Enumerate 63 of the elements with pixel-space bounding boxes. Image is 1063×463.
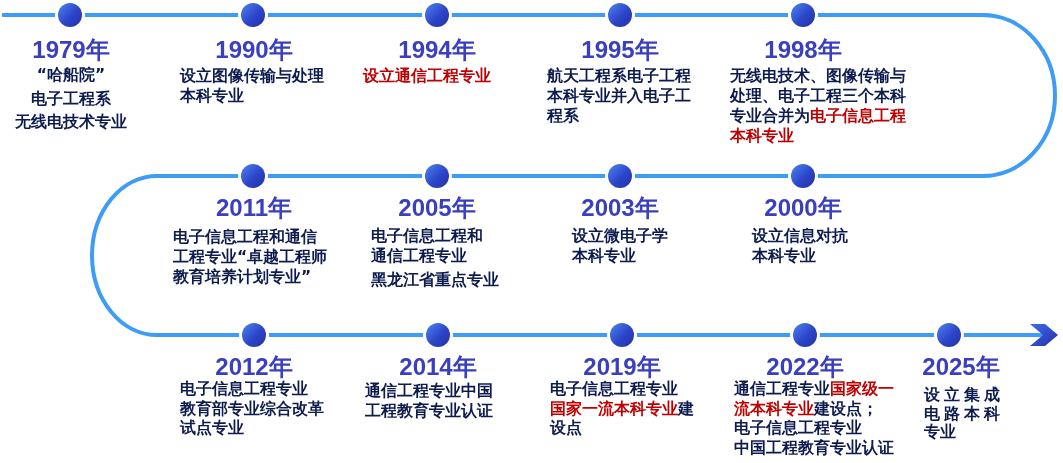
year-label: 2000年	[764, 195, 842, 221]
milestone-dot	[426, 323, 450, 347]
year-label: 1979年	[32, 37, 110, 63]
milestone-dot	[610, 323, 634, 347]
milestone-description: “哈船院”	[36, 65, 106, 85]
milestone-dot	[241, 3, 265, 27]
milestone-description: 电子信息工程和通信工程专业“卓越工程师教育培养计划专业”	[173, 227, 328, 287]
timeline-line	[266, 333, 426, 337]
milestone-description: 设立微电子学本科专业	[572, 226, 669, 266]
milestone-dot	[937, 323, 961, 347]
milestone-description: 设立通信工程专业	[363, 66, 491, 86]
milestone-dot	[608, 164, 632, 188]
timeline-line	[450, 333, 610, 337]
milestone-description: 通信工程专业国家级一流本科专业建设点；	[734, 380, 895, 419]
milestone-description: 设立信息对抗本科专业	[752, 226, 849, 266]
timeline-line	[449, 174, 608, 178]
milestone-description: 国家一流本科专业建设点	[550, 399, 695, 439]
milestone-dot	[793, 323, 817, 347]
timeline-line	[265, 13, 425, 17]
milestone-dot	[425, 3, 449, 27]
year-label: 1998年	[764, 37, 842, 63]
timeline-line	[82, 13, 241, 17]
milestone-dot	[425, 164, 449, 188]
year-label: 2019年	[583, 354, 661, 380]
timeline-line	[265, 174, 425, 178]
milestone-description: 设立图像传输与处理本科专业	[180, 66, 325, 106]
year-label: 2022年	[766, 354, 844, 380]
milestone-description: 无线电技术专业	[15, 112, 127, 132]
timeline-line	[2, 13, 58, 17]
milestone-description: 电子信息工程专业	[180, 380, 308, 400]
timeline-line	[632, 13, 791, 17]
year-label: 2003年	[581, 195, 659, 221]
year-label: 1994年	[398, 37, 476, 63]
milestone-dot	[791, 3, 815, 27]
milestone-description: 航天工程系电子工程本科专业并入电子工程系	[547, 66, 692, 126]
year-label: 2025年	[922, 354, 1000, 380]
milestone-dot	[608, 3, 632, 27]
milestone-description: 电子信息工程专业	[734, 419, 862, 439]
milestone-description: 无线电技术、图像传输与处理、电子工程三个本科专业合并为电子信息工程本科专业	[730, 66, 907, 146]
year-label: 1990年	[215, 37, 293, 63]
timeline-line	[90, 174, 242, 337]
timeline-line	[634, 333, 793, 337]
year-label: 2012年	[215, 354, 293, 380]
milestone-description: 中国工程教育专业认证	[734, 438, 894, 458]
milestone-description: 电子工程系	[31, 88, 111, 109]
milestone-dot	[241, 164, 265, 188]
milestone-description: 电子信息工程专业	[550, 380, 678, 400]
milestone-description: 教育部专业综合改革试点专业	[180, 399, 325, 439]
timeline-line	[632, 174, 791, 178]
timeline-line	[815, 13, 1057, 178]
milestone-dot	[58, 3, 82, 27]
milestone-description: 设立集成电路本科专业	[924, 386, 1000, 442]
year-label: 1995年	[581, 37, 659, 63]
milestone-dot	[791, 164, 815, 188]
milestone-description: 电子信息工程和通信工程专业	[371, 226, 484, 266]
year-label: 2011年	[215, 195, 293, 221]
milestone-description: 黑龙江省重点专业	[371, 270, 499, 290]
year-label: 2005年	[398, 195, 476, 221]
year-label: 2014年	[399, 354, 477, 380]
milestone-dot	[242, 323, 266, 347]
timeline-line	[817, 333, 937, 337]
timeline-line	[449, 13, 608, 17]
milestone-description: 通信工程专业中国工程教育专业认证	[365, 382, 494, 421]
